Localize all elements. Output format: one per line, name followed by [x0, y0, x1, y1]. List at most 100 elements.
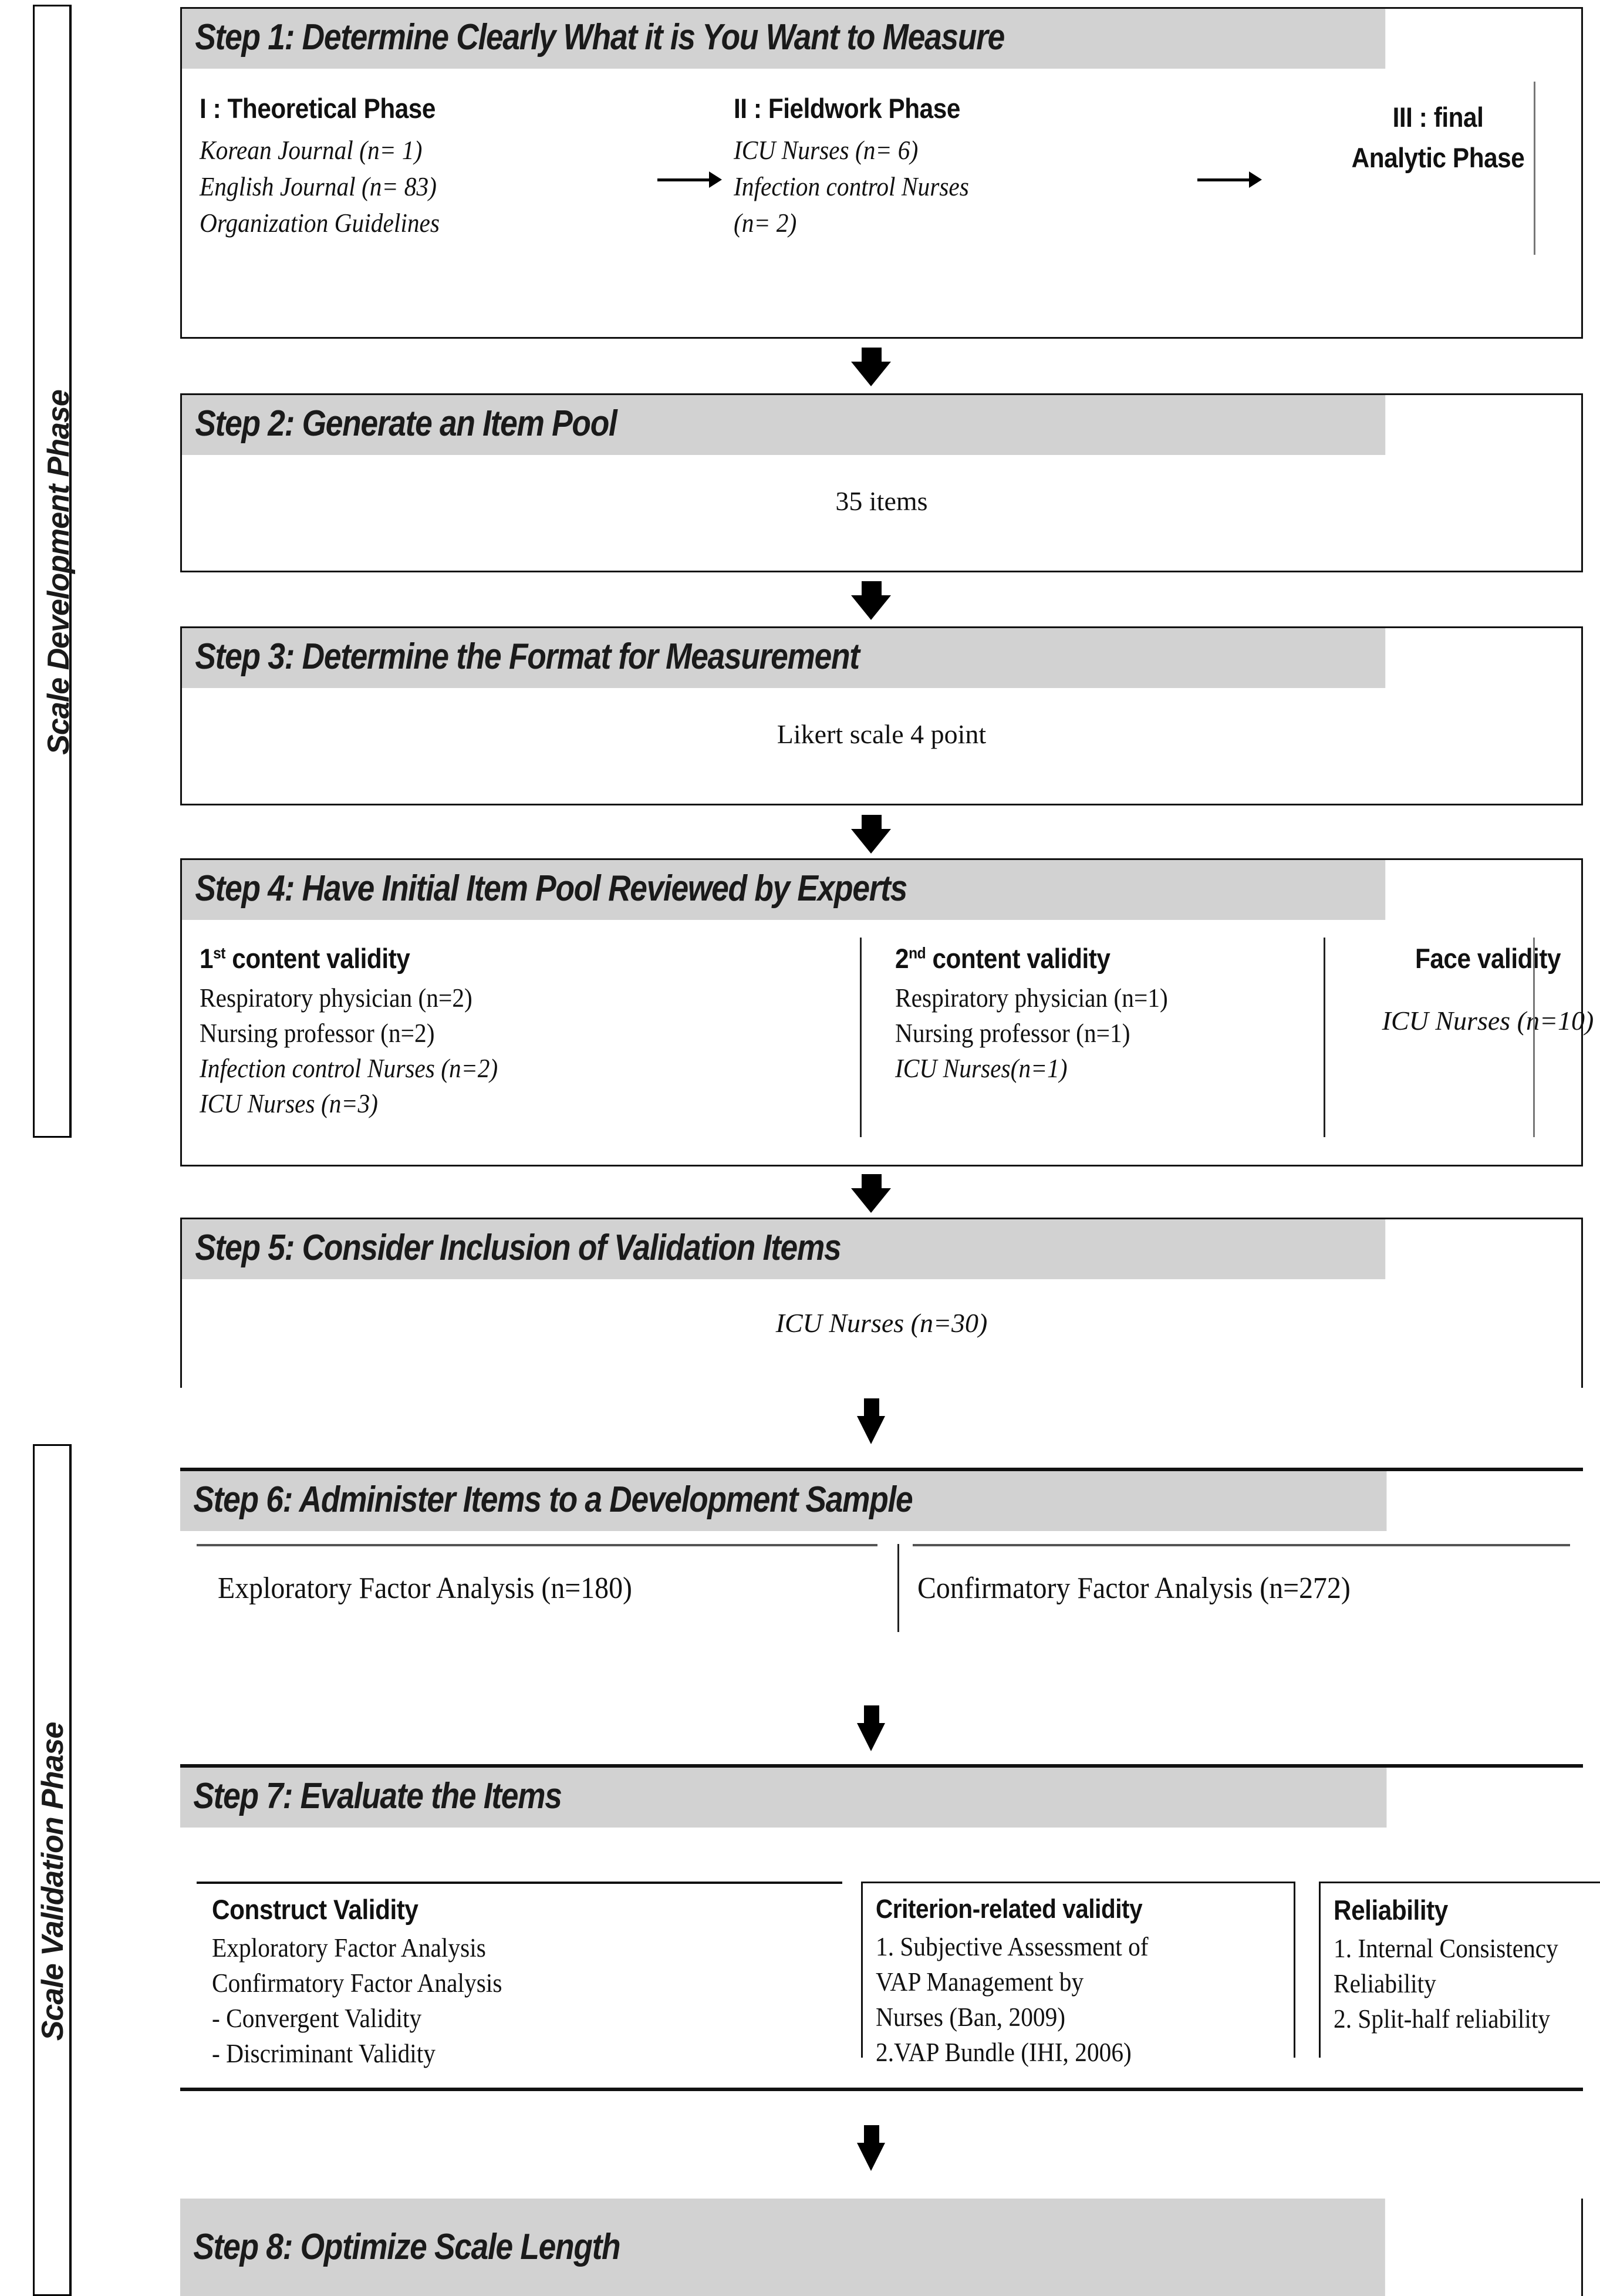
- arrow-step2-to-step3: [851, 581, 892, 620]
- step-1-header: Step 1: Determine Clearly What it is You…: [182, 9, 1386, 69]
- step-4-col-1-title-num: 1: [200, 943, 214, 974]
- step-1-col-2-item-3: (n= 2): [734, 208, 797, 238]
- step-6-box: Step 6: Administer Items to a Developmen…: [180, 1468, 1583, 1644]
- step-1-col-2-title: II : Fieldwork Phase: [734, 93, 960, 124]
- step-4-col-3: Face validity ICU Nurses (n=10): [1350, 942, 1600, 1036]
- phase-band-validation: [33, 1444, 72, 2296]
- step-7-col-2-item-2: VAP Management by: [876, 1967, 1084, 1997]
- phase-band-development: [33, 5, 72, 1138]
- step-7-col-1: Construct Validity Exploratory Factor An…: [212, 1893, 840, 2069]
- step-2-box: Step 2: Generate an Item Pool 35 items: [180, 393, 1583, 572]
- step-7-header: Step 7: Evaluate the Items: [180, 1768, 1387, 1828]
- step-7-col-1-item-3: - Convergent Validity: [212, 2004, 422, 2033]
- step-1-right-divider: [1534, 82, 1535, 255]
- step-4-col-1-title-rest: content validity: [225, 943, 410, 974]
- phase-label-validation: Scale Validation Phase: [36, 1722, 70, 2041]
- step-3-header: Step 3: Determine the Format for Measure…: [182, 628, 1386, 688]
- arrow-step5-to-step6: [857, 1398, 886, 1444]
- step-3-body-text: Likert scale 4 point: [777, 719, 987, 749]
- step-7-col-2: Criterion-related validity 1. Subjective…: [876, 1894, 1292, 2068]
- step-4-col-2-title-num: 2: [895, 943, 909, 974]
- step-5-box: Step 5: Consider Inclusion of Validation…: [180, 1218, 1583, 1388]
- step-4-col-2-item-3: ICU Nurses(n=1): [895, 1054, 1068, 1083]
- step-6-body: Exploratory Factor Analysis (n=180) Conf…: [180, 1531, 1583, 1634]
- step-1-col-2: II : Fieldwork Phase ICU Nurses (n= 6) I…: [734, 92, 1197, 238]
- step-4-col-2: 2nd content validity Respiratory physici…: [895, 942, 1412, 1084]
- step-7-box: Step 7: Evaluate the Items Construct Val…: [180, 1764, 1600, 2068]
- step-4-col-1-item-3: Infection control Nurses (n=2): [200, 1054, 498, 1083]
- step-1-col-2-item-2: Infection control Nurses: [734, 172, 969, 201]
- step-4-box: Step 4: Have Initial Item Pool Reviewed …: [180, 858, 1594, 1166]
- step-7-col-2-title: Criterion-related validity: [876, 1894, 1143, 1924]
- step-7-col-1-rule: [197, 1882, 842, 1884]
- step-7-col-1-title: Construct Validity: [212, 1894, 418, 1925]
- step-2-header: Step 2: Generate an Item Pool: [182, 395, 1386, 455]
- step-5-header: Step 5: Consider Inclusion of Validation…: [182, 1219, 1386, 1279]
- step-6-divider: [897, 1544, 899, 1632]
- step-7-col-3-item-1: 1. Internal Consistency: [1334, 1934, 1558, 1963]
- arrow-step1-to-step2: [851, 348, 892, 386]
- step-6-header: Step 6: Administer Items to a Developmen…: [180, 1471, 1387, 1531]
- step-7-col-1-item-2: Confirmatory Factor Analysis: [212, 1968, 502, 1998]
- step-6-rule-left: [197, 1544, 877, 1546]
- step-7-body: Construct Validity Exploratory Factor An…: [180, 1828, 1600, 2068]
- arrow-phase1-to-phase2: [657, 171, 725, 189]
- step-4-col-1: 1st content validity Respiratory physici…: [200, 942, 804, 1119]
- step-6-col-2-text: Confirmatory Factor Analysis (n=272): [917, 1572, 1351, 1605]
- step-4-col-1-title-sup: st: [213, 943, 225, 962]
- step-5-body: ICU Nurses (n=30): [182, 1279, 1581, 1376]
- step-7-col-3-item-2: Reliability: [1334, 1969, 1436, 1998]
- step-4-col-2-title-sup: nd: [909, 943, 926, 962]
- step-4-right-divider: [1533, 938, 1535, 1137]
- step-7-col-1-item-1: Exploratory Factor Analysis: [212, 1933, 486, 1963]
- step-4-body: 1st content validity Respiratory physici…: [182, 920, 1594, 1155]
- arrow-step7-to-step8: [857, 2125, 886, 2171]
- step-2-body-text: 35 items: [835, 486, 928, 516]
- phase-label-development: Scale Development Phase: [42, 390, 76, 755]
- step-4-header: Step 4: Have Initial Item Pool Reviewed …: [182, 860, 1386, 920]
- arrow-step4-to-step5: [851, 1174, 892, 1213]
- arrow-step3-to-step4: [851, 815, 892, 854]
- step-7-col-2-item-3: Nurses (Ban, 2009): [876, 2002, 1066, 2032]
- arrow-phase2-to-phase3: [1197, 171, 1265, 189]
- step-1-col-3-title-line2: Analytic Phase: [1351, 142, 1525, 173]
- step-7-col-3-title: Reliability: [1334, 1894, 1448, 1926]
- step-3-box: Step 3: Determine the Format for Measure…: [180, 626, 1583, 805]
- step-1-col-1-item-1: Korean Journal (n= 1): [200, 136, 423, 165]
- step-4-col-1-item-2: Nursing professor (n=2): [200, 1019, 435, 1048]
- step-4-col-2-item-1: Respiratory physician (n=1): [895, 983, 1168, 1013]
- step-6-rule-right: [913, 1544, 1570, 1546]
- step-1-col-3: III : final Analytic Phase: [1285, 101, 1591, 174]
- step-7-col-2-item-1: 1. Subjective Assessment of: [876, 1932, 1149, 1961]
- step-5-body-text: ICU Nurses (n=30): [775, 1308, 988, 1338]
- step-7-col-2-item-4: 2.VAP Bundle (IHI, 2006): [876, 2038, 1132, 2067]
- step-7-col-1-item-4: - Discriminant Validity: [212, 2039, 436, 2068]
- step-1-box: Step 1: Determine Clearly What it is You…: [180, 7, 1583, 339]
- step-7-col-3-box: Reliability 1. Internal Consistency Reli…: [1319, 1882, 1600, 2058]
- step-1-body: I : Theoretical Phase Korean Journal (n=…: [182, 69, 1581, 327]
- step-1-col-1-title: I : Theoretical Phase: [200, 93, 436, 124]
- step-7-col-3: Reliability 1. Internal Consistency Reli…: [1334, 1894, 1600, 2034]
- step-4-col-1-item-1: Respiratory physician (n=2): [200, 983, 472, 1013]
- step-4-col-2-item-2: Nursing professor (n=1): [895, 1019, 1130, 1048]
- step-8-header: Step 8: Optimize Scale Length: [180, 2199, 1385, 2296]
- step-7-col-2-box: Criterion-related validity 1. Subjective…: [861, 1882, 1295, 2067]
- step-1-col-1-item-2: English Journal (n= 83): [200, 172, 437, 201]
- arrow-step6-to-step7: [857, 1705, 886, 1751]
- step-4-col-2-title-rest: content validity: [926, 943, 1110, 974]
- step-4-col-3-item-1: ICU Nurses (n=10): [1382, 1006, 1594, 1036]
- step-4-col-2-title: 2nd content validity: [895, 942, 1360, 975]
- step-3-body: Likert scale 4 point: [182, 688, 1581, 794]
- step-6-col-1-text: Exploratory Factor Analysis (n=180): [218, 1572, 632, 1605]
- step-1-col-1-item-3: Organization Guidelines: [200, 208, 440, 238]
- step-2-body: 35 items: [182, 455, 1581, 561]
- step-7-col-3-item-3: 2. Split-half reliability: [1334, 2004, 1551, 2034]
- step-7-bottom-rule: [180, 2088, 1583, 2091]
- step-1-col-3-title-line1: III : final: [1392, 102, 1484, 133]
- step-4-col-1-title: 1st content validity: [200, 942, 744, 975]
- step-4-col-1-item-4: ICU Nurses (n=3): [200, 1089, 378, 1118]
- step-1-col-2-item-1: ICU Nurses (n= 6): [734, 136, 919, 165]
- step-4-divider-1: [860, 938, 862, 1137]
- step-4-divider-2: [1324, 938, 1325, 1137]
